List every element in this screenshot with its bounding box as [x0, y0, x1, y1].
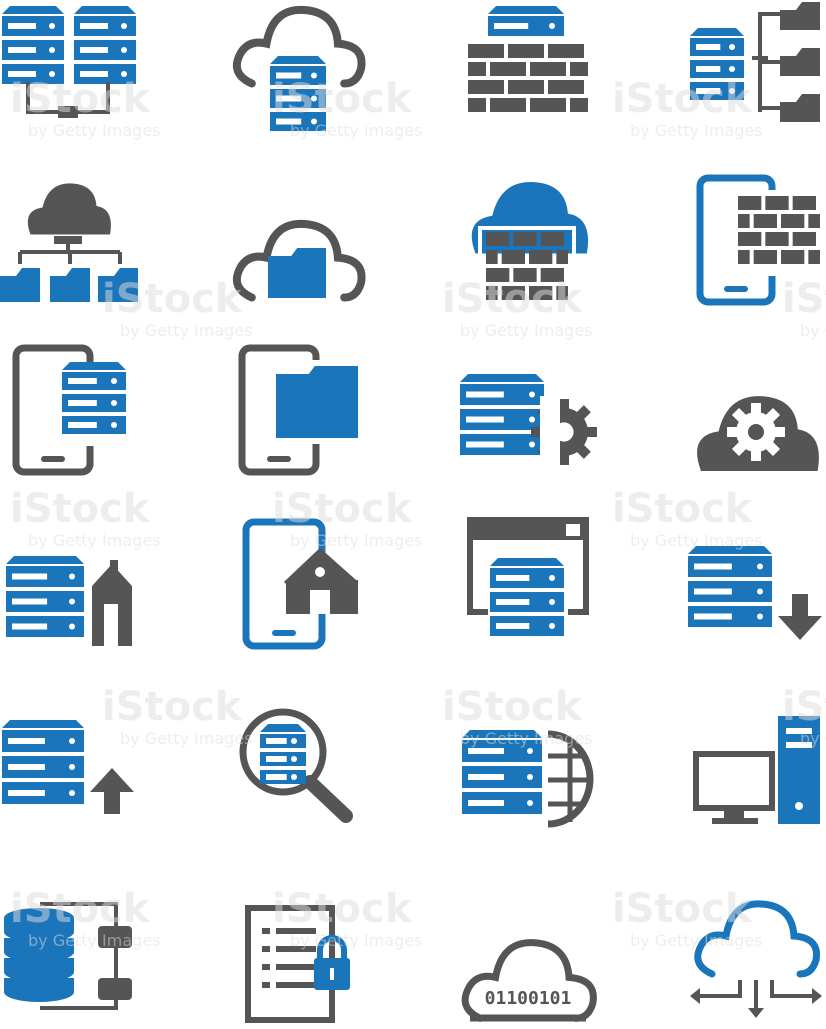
svg-text:iStock: iStock: [10, 886, 151, 932]
svg-text:iStock: iStock: [102, 276, 243, 322]
svg-text:by Getty Images: by Getty Images: [290, 531, 423, 550]
secure-document-icon: [245, 905, 350, 1023]
cloud-firewall-icon: [471, 181, 589, 308]
svg-text:iStock: iStock: [102, 684, 243, 730]
svg-text:by Getty Images: by Getty Images: [28, 531, 161, 550]
svg-text:iStock: iStock: [442, 684, 583, 730]
svg-text:by Getty Images: by Getty Images: [120, 729, 253, 748]
svg-text:by Getty Images: by Getty Images: [630, 931, 763, 950]
svg-text:iStock: iStock: [272, 76, 413, 122]
svg-text:by Getty Images: by Getty Images: [800, 321, 826, 340]
tablet-firewall-icon: [696, 174, 824, 306]
svg-text:iStock: iStock: [10, 486, 151, 532]
cloud-distribution-icon: [690, 900, 822, 1018]
cloud-server-icon: [232, 5, 366, 131]
server-home-icon: [6, 556, 132, 646]
mobile-folder-icon: [238, 344, 362, 476]
svg-text:by Getty Images: by Getty Images: [630, 531, 763, 550]
search-server-icon: [239, 708, 353, 823]
server-folder-hierarchy-icon: [690, 2, 820, 122]
server-globe-icon: [462, 730, 594, 828]
svg-text:iStock: iStock: [442, 276, 583, 322]
browser-server-icon: [467, 517, 589, 652]
svg-text:iStock: iStock: [782, 276, 826, 322]
server-download-icon: [688, 546, 822, 640]
cloud-binary-icon: [461, 939, 597, 1022]
server-firewall-icon: [468, 6, 588, 112]
svg-text:by Getty Images: by Getty Images: [630, 121, 763, 140]
svg-text:by Getty Images: by Getty Images: [28, 931, 161, 950]
database-network-icon: [4, 902, 132, 1010]
binary-label: 01100101: [485, 988, 572, 1009]
svg-text:by Getty Images: by Getty Images: [460, 729, 593, 748]
svg-text:by Getty Images: by Getty Images: [800, 729, 826, 748]
cloud-folder-network-icon: [0, 183, 138, 302]
server-upload-icon: [2, 720, 134, 814]
cloud-settings-icon: [697, 396, 819, 471]
svg-text:by Getty Images: by Getty Images: [290, 121, 423, 140]
svg-text:by Getty Images: by Getty Images: [28, 121, 161, 140]
svg-text:iStock: iStock: [612, 76, 753, 122]
server-network-icon: [2, 6, 136, 118]
mobile-home-icon: [242, 518, 358, 650]
cloud-folder-icon: [232, 219, 366, 302]
svg-text:iStock: iStock: [612, 486, 753, 532]
mobile-server-icon: [12, 344, 128, 476]
svg-text:iStock: iStock: [10, 76, 151, 122]
svg-text:by Getty Images: by Getty Images: [290, 931, 423, 950]
svg-text:iStock: iStock: [272, 886, 413, 932]
svg-text:by Getty Images: by Getty Images: [460, 321, 593, 340]
svg-text:by Getty Images: by Getty Images: [120, 321, 253, 340]
svg-text:iStock: iStock: [612, 886, 753, 932]
desktop-computer-icon: [693, 716, 820, 824]
svg-text:iStock: iStock: [782, 684, 826, 730]
server-settings-icon: [460, 374, 597, 470]
svg-text:iStock: iStock: [272, 486, 413, 532]
